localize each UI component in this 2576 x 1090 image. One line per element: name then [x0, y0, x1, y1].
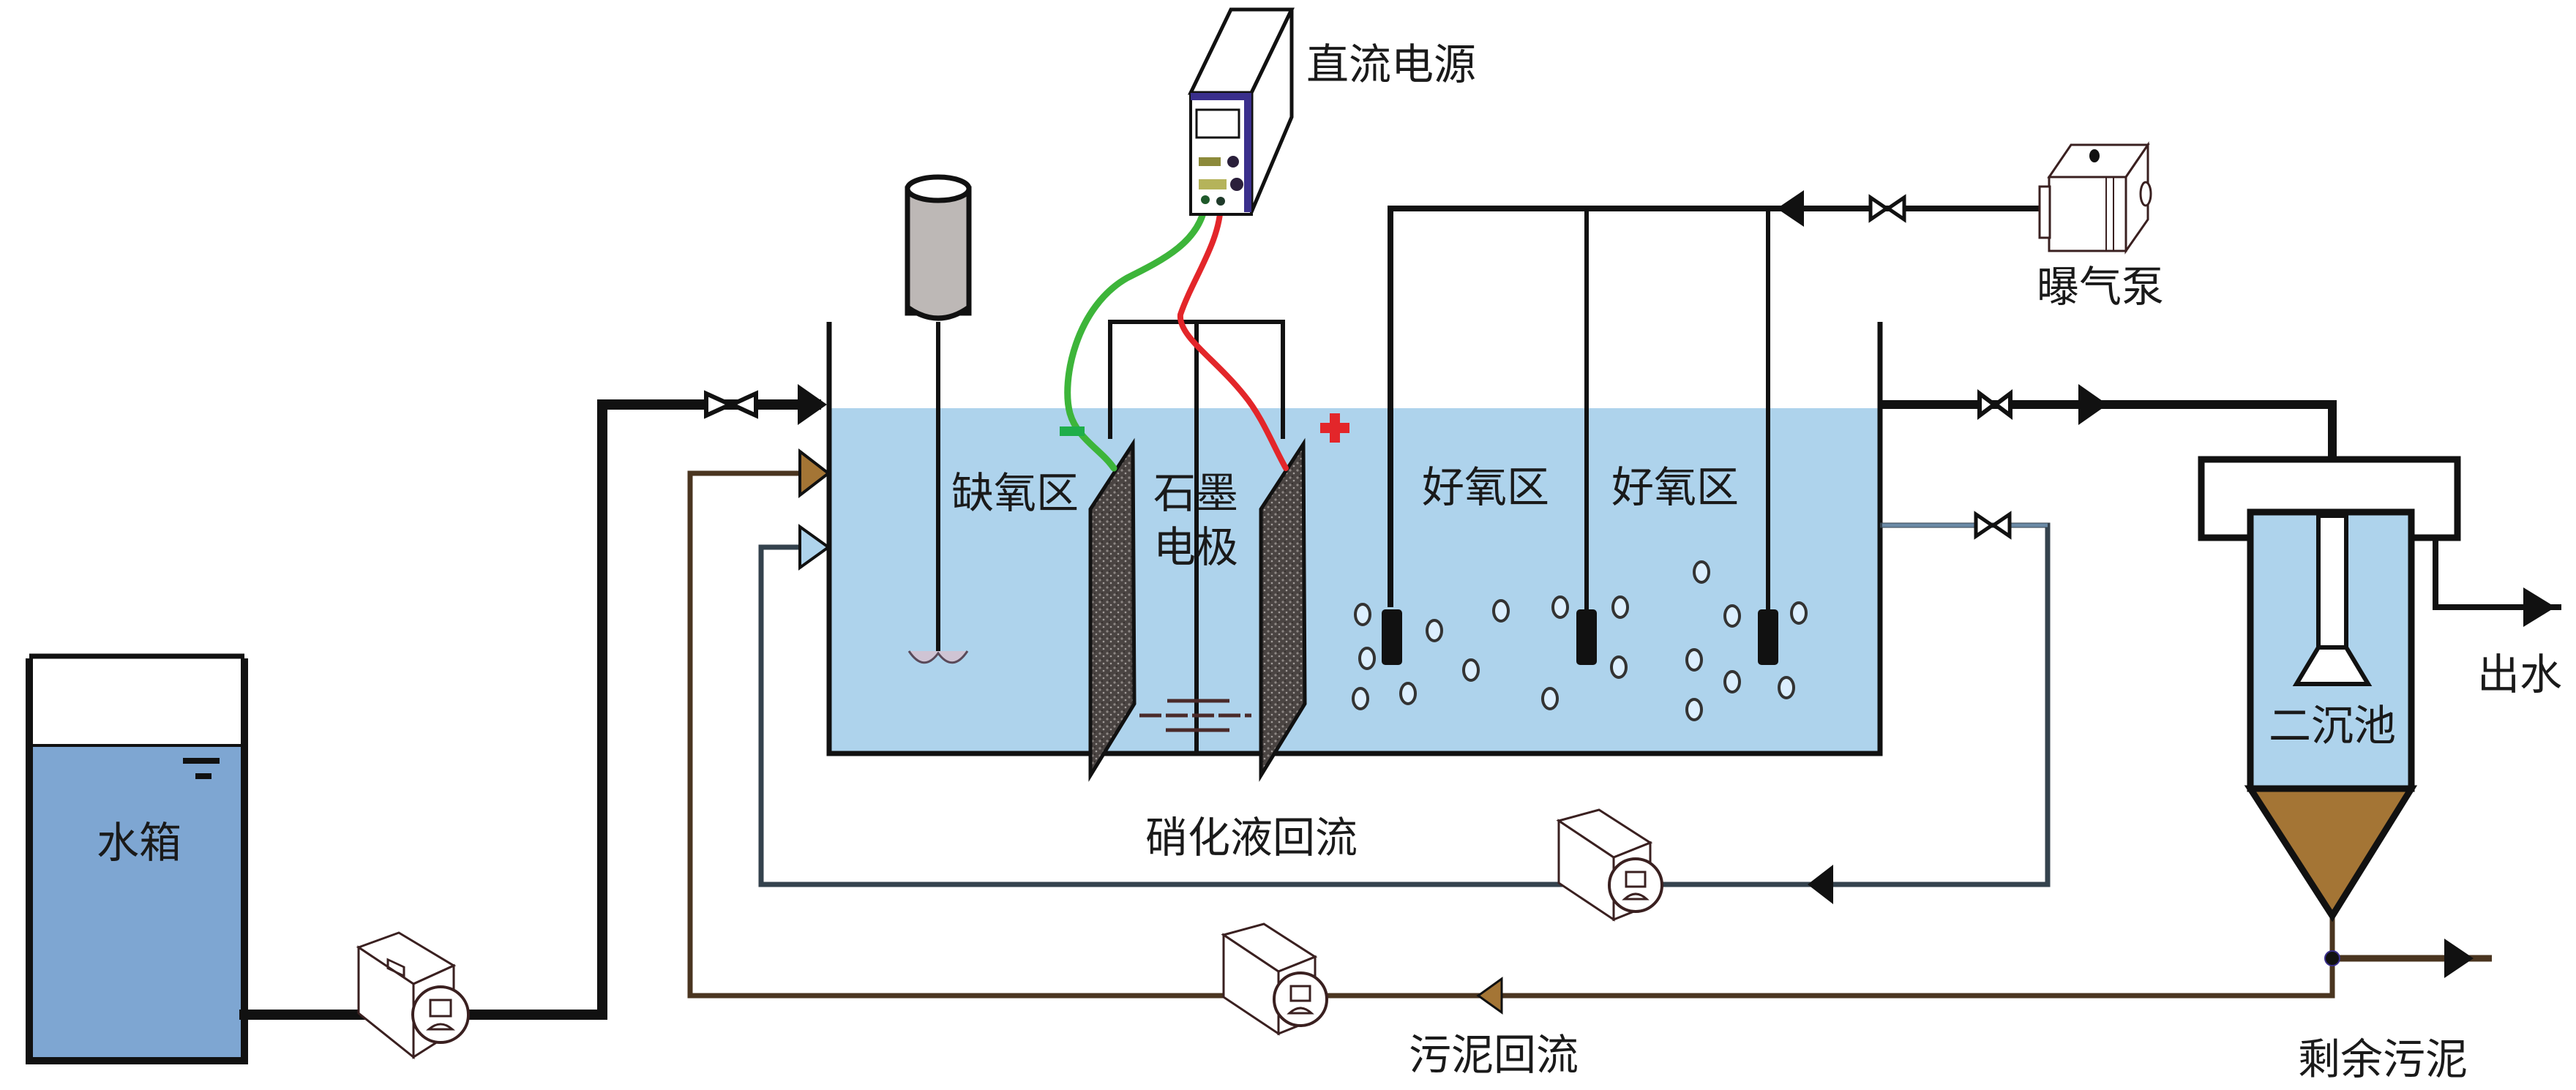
bubble-icon — [1723, 670, 1741, 694]
nitrification-return-label: 硝化液回流 — [1145, 813, 1358, 862]
aeration-line — [1388, 190, 2042, 614]
bubble-icon — [1358, 647, 1376, 670]
bubble-icon — [1462, 658, 1480, 682]
anode-electrode — [1259, 437, 1307, 782]
feed-line — [239, 384, 827, 1020]
feed-pipe — [239, 399, 821, 1020]
sludge-return-arrow-icon — [1476, 977, 1503, 1015]
bubble-icon — [1611, 595, 1629, 619]
bubble-icon — [1693, 560, 1710, 584]
negative-sign-icon — [1060, 426, 1085, 436]
tank-water — [31, 746, 243, 1057]
cathode-electrode — [1088, 437, 1137, 782]
secondary-clarifier: 二沉池 — [2198, 456, 2461, 922]
effluent-arrow-icon — [2523, 587, 2556, 627]
air-valve-icon — [1868, 194, 1906, 223]
sludge-inlet-arrow-icon — [798, 448, 831, 499]
air-bubbles — [1352, 560, 1808, 721]
water-level-icon — [183, 758, 220, 779]
bubble-icon — [1723, 604, 1741, 628]
bubble-icon — [1551, 595, 1569, 619]
nitrate-valve-icon — [1974, 511, 2012, 540]
water-tank-label: 水箱 — [97, 818, 181, 868]
aerobic-zone-2-label: 好氧区 — [1611, 462, 1739, 512]
aerobic-zone-1-label: 好氧区 — [1422, 462, 1549, 512]
outlet-valve-icon — [1977, 389, 2012, 420]
diffuser-icon — [1758, 609, 1778, 665]
reactor-wall — [826, 322, 1883, 756]
center-well — [2316, 514, 2348, 650]
excess-sludge-arrow-icon — [2444, 939, 2474, 978]
bubble-icon — [1790, 601, 1808, 625]
sludge-return-label: 污泥回流 — [1409, 1030, 1579, 1080]
graphite-label-line1: 石墨 — [1153, 468, 1238, 518]
bubble-icon — [1426, 619, 1443, 642]
feed-valve-icon — [704, 390, 758, 419]
aeration-pump-icon — [2038, 141, 2152, 255]
tank-wall — [26, 658, 248, 1064]
sludge-return-line — [687, 448, 2335, 1015]
electrode-frame — [1108, 320, 1285, 753]
graphite-label-line2: 电极 — [1153, 522, 1238, 572]
bubble-icon — [1492, 599, 1510, 623]
ground-icon — [1139, 699, 1251, 732]
nitrate-inlet-arrow-icon — [798, 524, 831, 571]
diffuser-icon — [1382, 609, 1402, 665]
stirrer-icon — [905, 174, 972, 664]
water-tank: 水箱 — [26, 653, 248, 1064]
feed-pump-icon — [356, 931, 470, 1060]
excess-sludge-label: 剩余污泥 — [2298, 1034, 2468, 1084]
clarifier-label: 二沉池 — [2269, 701, 2396, 751]
diffuser-icon — [1576, 609, 1597, 665]
bubble-icon — [1685, 648, 1703, 672]
excess-sludge-line — [2324, 939, 2492, 978]
bubble-icon — [1541, 687, 1559, 710]
dc-power-supply-icon — [1188, 7, 1295, 216]
positive-sign-icon — [1320, 413, 1349, 443]
bubble-icon — [1685, 698, 1703, 721]
effluent-label: 出水 — [2477, 650, 2562, 699]
bubble-icon — [1778, 676, 1795, 699]
nitrification-pump-icon — [1556, 808, 1663, 922]
bubble-icon — [1610, 655, 1628, 679]
effluent-line — [2433, 538, 2561, 627]
anoxic-zone-label: 缺氧区 — [951, 468, 1079, 518]
deflector-cone — [2292, 645, 2373, 686]
reactor — [826, 322, 1883, 756]
bubble-icon — [1399, 682, 1417, 705]
positive-wire — [1177, 200, 1289, 471]
nitrification-return-line — [758, 511, 2051, 904]
air-arrow-icon — [1777, 190, 1804, 227]
aeration-pump-label: 曝气泵 — [2037, 262, 2164, 312]
sludge-pump-icon — [1221, 922, 1328, 1036]
feed-arrow-icon — [798, 384, 827, 425]
bubble-icon — [1354, 603, 1371, 626]
junction-icon — [2324, 950, 2340, 966]
dc-power-label: 直流电源 — [1306, 40, 1476, 89]
bubble-icon — [1352, 687, 1369, 710]
reactor-outlet-line — [1880, 384, 2337, 461]
outlet-arrow-icon — [2078, 384, 2108, 425]
nitrate-arrow-icon — [1808, 865, 1833, 904]
negative-wire — [1064, 200, 1209, 472]
sludge-hopper — [2244, 785, 2418, 922]
